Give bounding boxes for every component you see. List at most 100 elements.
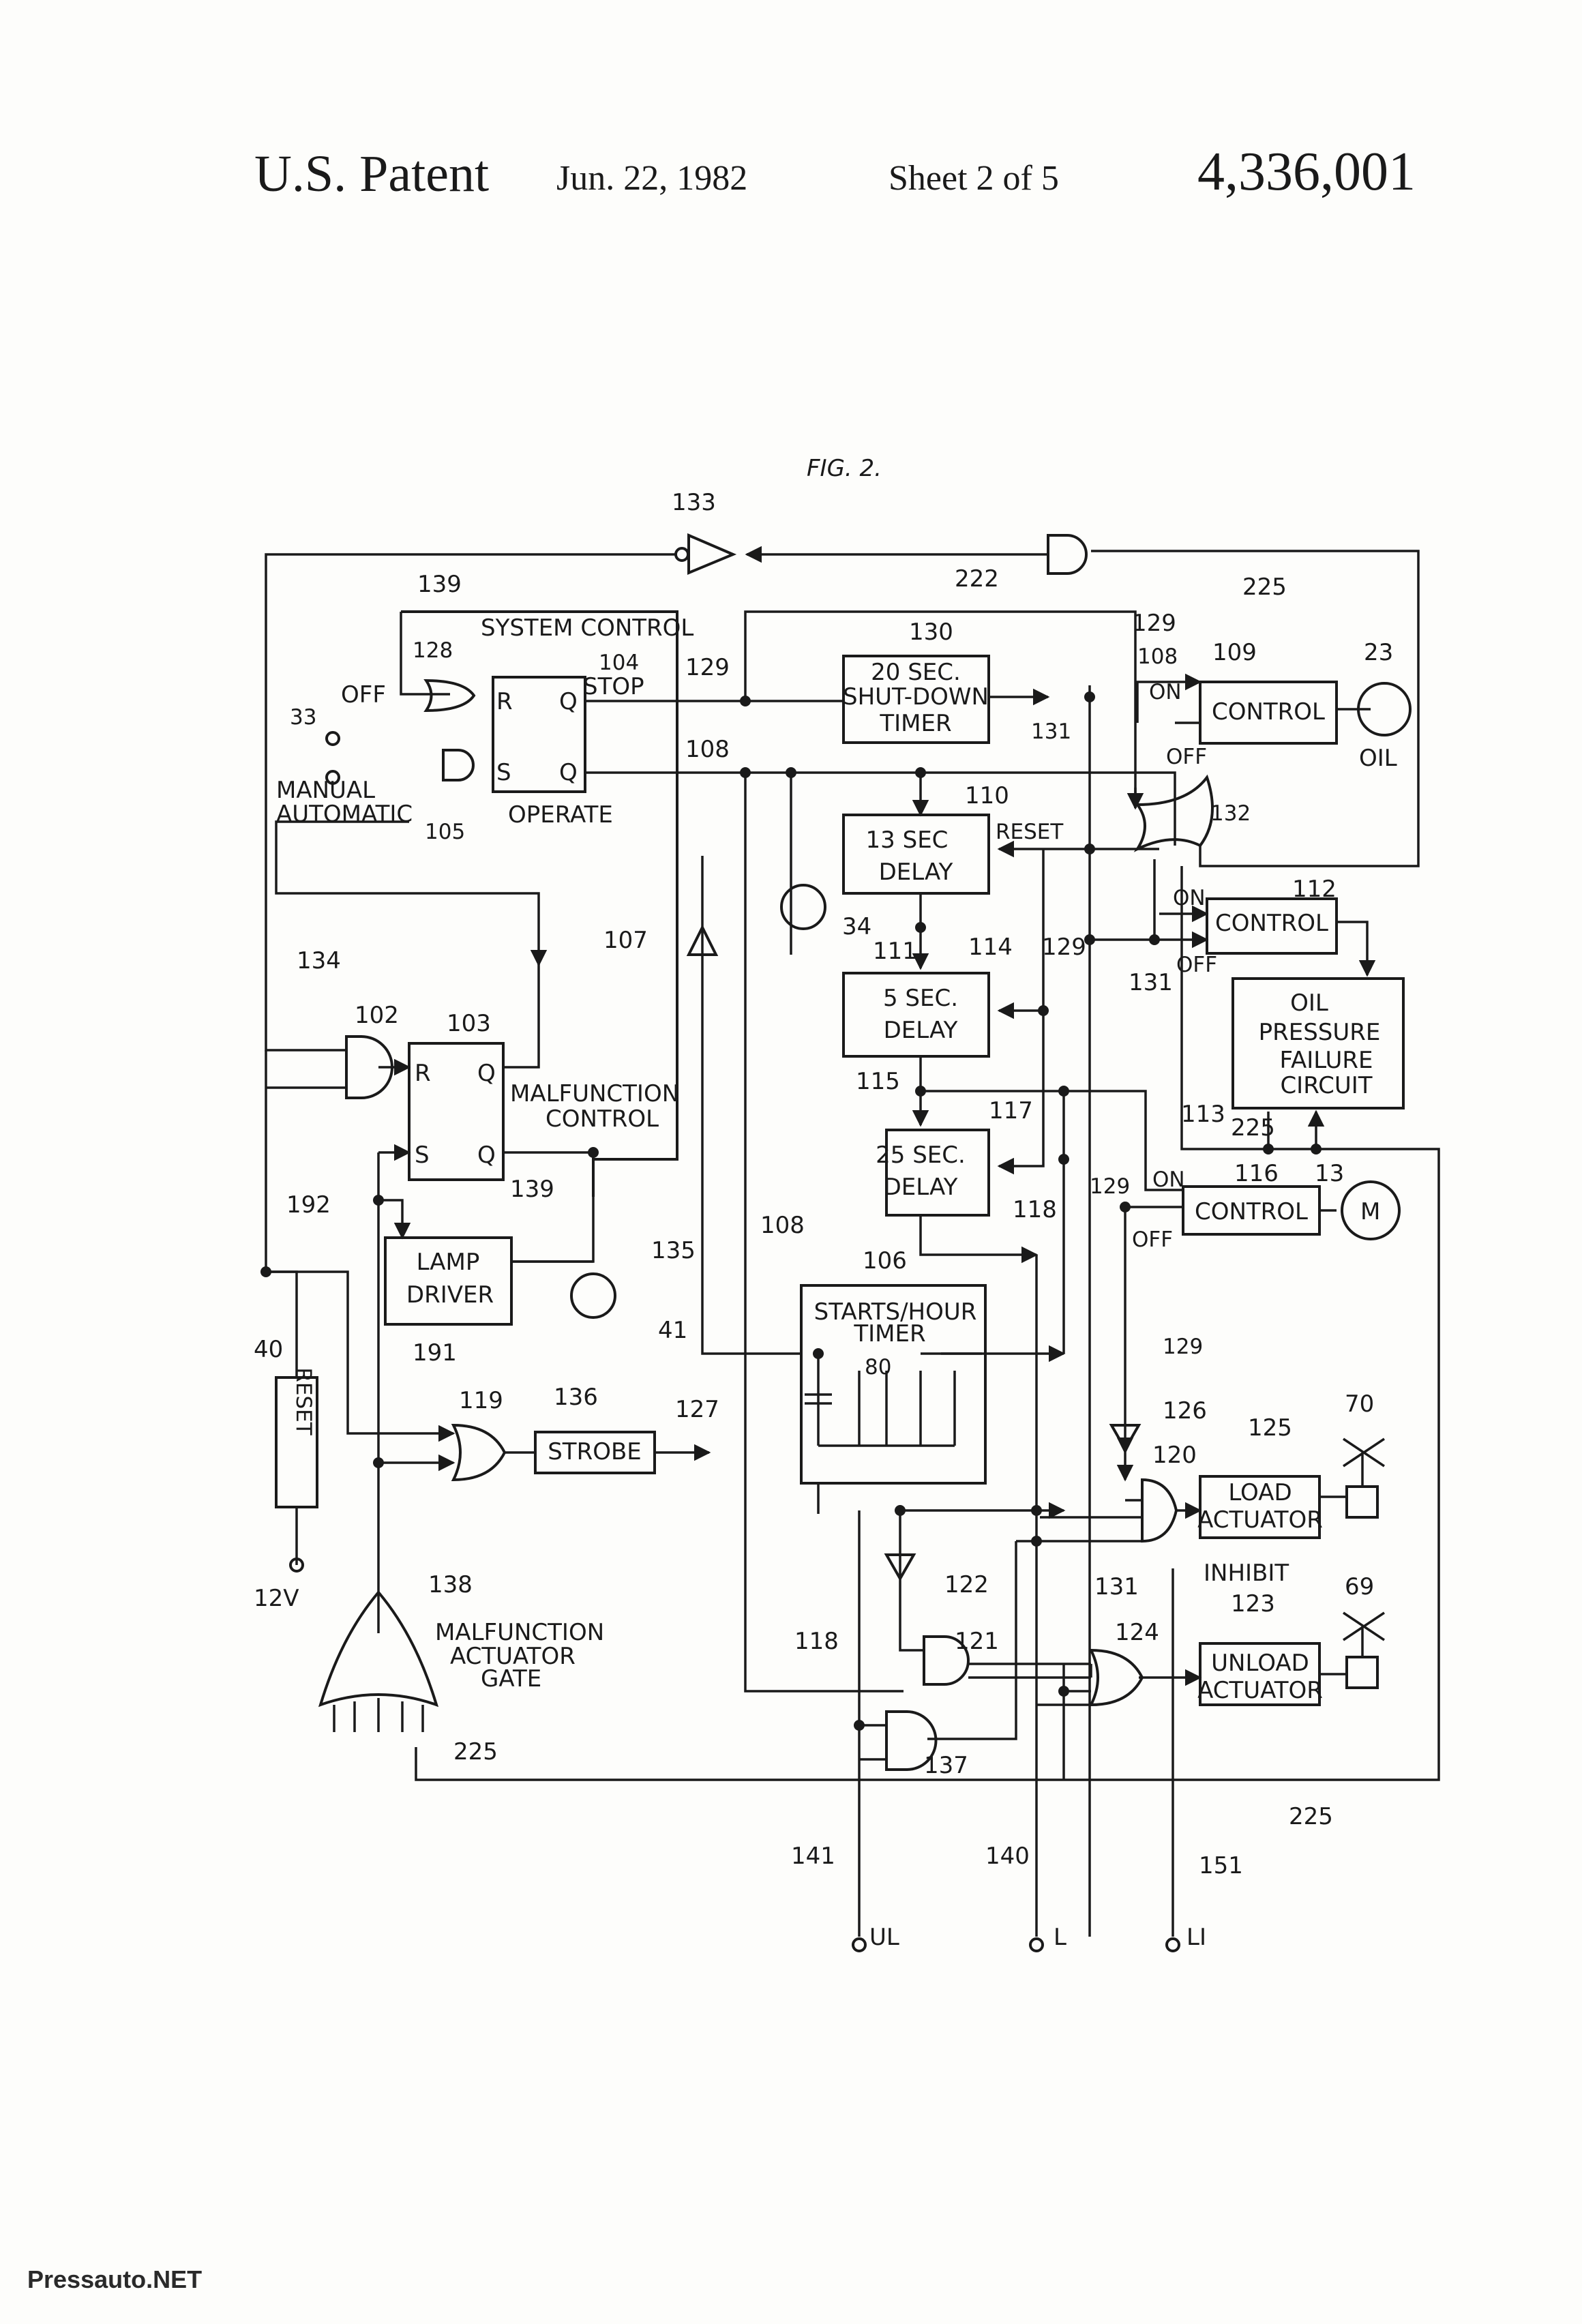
ref-135: 135 — [651, 1237, 696, 1264]
ref-102: 102 — [355, 1002, 399, 1029]
lamp-driver-line-2: DRIVER — [406, 1281, 494, 1309]
and-gate-105 — [442, 749, 475, 781]
ref-134: 134 — [297, 947, 341, 974]
and-gate-121 — [923, 1635, 970, 1686]
control-112-label: CONTROL — [1215, 910, 1328, 937]
ref-225-bottom-right: 225 — [1289, 1803, 1333, 1830]
valve-70 — [1343, 1437, 1385, 1487]
ff103-qbar: Q — [477, 1060, 496, 1087]
block-control-116: CONTROL M — [1182, 1180, 1401, 1240]
ref-225-bottom-left: 225 — [453, 1738, 498, 1766]
valve-69 — [1343, 1611, 1385, 1657]
lamp-driver-line-1: LAMP — [417, 1249, 480, 1276]
sheet-number: Sheet 2 of 5 — [889, 159, 1059, 198]
ref-151: 151 — [1199, 1852, 1243, 1879]
watermark: Pressauto.NET — [27, 2265, 202, 2293]
ref-105: 105 — [425, 820, 465, 844]
delay-13-line-2: DELAY — [879, 859, 953, 886]
inverter-126 — [1109, 1424, 1141, 1452]
junction-dots — [260, 691, 1322, 1731]
unload-actuator-line-1: UNLOAD — [1211, 1650, 1309, 1677]
ref-129-a: 129 — [685, 654, 730, 681]
ref-126: 126 — [1163, 1397, 1207, 1425]
ref-111: 111 — [873, 938, 917, 965]
gate-222 — [1047, 534, 1088, 575]
circuit-wiring — [265, 546, 1440, 1937]
ref-104: 104 — [599, 651, 639, 675]
ref-41: 41 — [658, 1317, 687, 1344]
ref-110: 110 — [965, 782, 1009, 809]
load-actuator-line-2: ACTUATOR — [1197, 1506, 1323, 1534]
ref-139-mid: 139 — [510, 1176, 554, 1203]
ref-106: 106 — [863, 1247, 907, 1275]
ref-116: 116 — [1234, 1160, 1279, 1187]
ff104-s: S — [496, 759, 511, 786]
terminal-li-label: LI — [1186, 1924, 1206, 1951]
ff103-r: R — [415, 1060, 431, 1087]
delay-5-line-1: 5 SEC. — [883, 985, 958, 1012]
ref-121: 121 — [955, 1628, 999, 1655]
ref-222: 222 — [955, 565, 999, 593]
off-label-116: OFF — [1132, 1227, 1173, 1252]
oil-pressure-line-4: CIRCUIT — [1280, 1072, 1372, 1099]
flipflop-104 — [492, 676, 586, 793]
ff104-r: R — [496, 688, 513, 715]
ref-108-b: 108 — [685, 736, 730, 763]
delay-5-line-2: DELAY — [884, 1017, 958, 1044]
ff104-q: Q — [559, 759, 578, 786]
oil-pressure-line-2: PRESSURE — [1259, 1019, 1381, 1046]
starts-hour-line-2: TIMER — [853, 1320, 925, 1347]
malfunction-gate-line-1: MALFUNCTION — [435, 1619, 604, 1646]
block-reset-switch: RESET — [275, 1367, 318, 1508]
block-shutdown-timer: 20 SEC. SHUT-DOWN TIMER — [842, 655, 990, 744]
block-delay-5: 5 SEC. DELAY — [842, 972, 990, 1058]
ref-69: 69 — [1345, 1573, 1374, 1600]
ref-33: 33 — [290, 705, 316, 730]
ref-136: 136 — [554, 1384, 598, 1411]
system-control-label: SYSTEM CONTROL — [481, 614, 693, 642]
manual-label: MANUAL — [276, 777, 375, 804]
patent-date: Jun. 22, 1982 — [556, 159, 747, 198]
oil-pressure-line-1: OIL — [1290, 989, 1328, 1017]
ref-131-a: 131 — [1031, 719, 1071, 744]
ref-118-b: 118 — [794, 1628, 839, 1655]
ref-109: 109 — [1212, 639, 1257, 666]
ref-129-c: 129 — [1042, 934, 1086, 961]
inverter-133-bubble — [674, 547, 689, 562]
ref-113: 113 — [1181, 1101, 1225, 1128]
block-delay-25: 25 SEC. DELAY — [876, 1129, 990, 1217]
oil-label: OIL — [1359, 745, 1397, 772]
and-gate-120 — [1141, 1478, 1178, 1543]
ref-108-c: 108 — [760, 1212, 805, 1239]
figure-title: FIG. 2. — [807, 455, 882, 482]
ref-125: 125 — [1248, 1414, 1292, 1442]
on-label-112: ON — [1173, 886, 1206, 910]
terminal-l-label: L — [1054, 1924, 1066, 1951]
ref-13: 13 — [1315, 1160, 1344, 1187]
ref-133: 133 — [672, 489, 716, 516]
ref-122: 122 — [944, 1571, 989, 1598]
malfunction-gate-line-2: ACTUATOR — [450, 1643, 576, 1670]
ref-108-a: 108 — [1137, 644, 1178, 669]
delay-13-line-1: 13 SEC — [866, 826, 949, 854]
ref-115: 115 — [856, 1068, 900, 1095]
ref-34: 34 — [842, 913, 871, 940]
ref-127: 127 — [675, 1396, 719, 1423]
ref-107: 107 — [603, 927, 648, 954]
or-gate-132 — [1133, 774, 1214, 852]
ref-130: 130 — [909, 619, 953, 646]
patent-office: U.S. Patent — [254, 145, 489, 203]
block-delay-13: 13 SEC DELAY RESET — [842, 814, 1064, 895]
automatic-label: AUTOMATIC — [276, 801, 413, 828]
supply-12v-label: 12V — [254, 1585, 299, 1612]
ref-138: 138 — [428, 1571, 473, 1598]
ref-139-top: 139 — [417, 571, 462, 598]
ref-129-e: 129 — [1163, 1335, 1203, 1359]
patent-number: 4,336,001 — [1197, 142, 1416, 202]
ref-123: 123 — [1231, 1590, 1275, 1618]
or-gate-124 — [1088, 1648, 1144, 1707]
valve-69-box — [1345, 1656, 1379, 1689]
ref-70: 70 — [1345, 1390, 1374, 1418]
valve-70-box — [1345, 1485, 1379, 1519]
